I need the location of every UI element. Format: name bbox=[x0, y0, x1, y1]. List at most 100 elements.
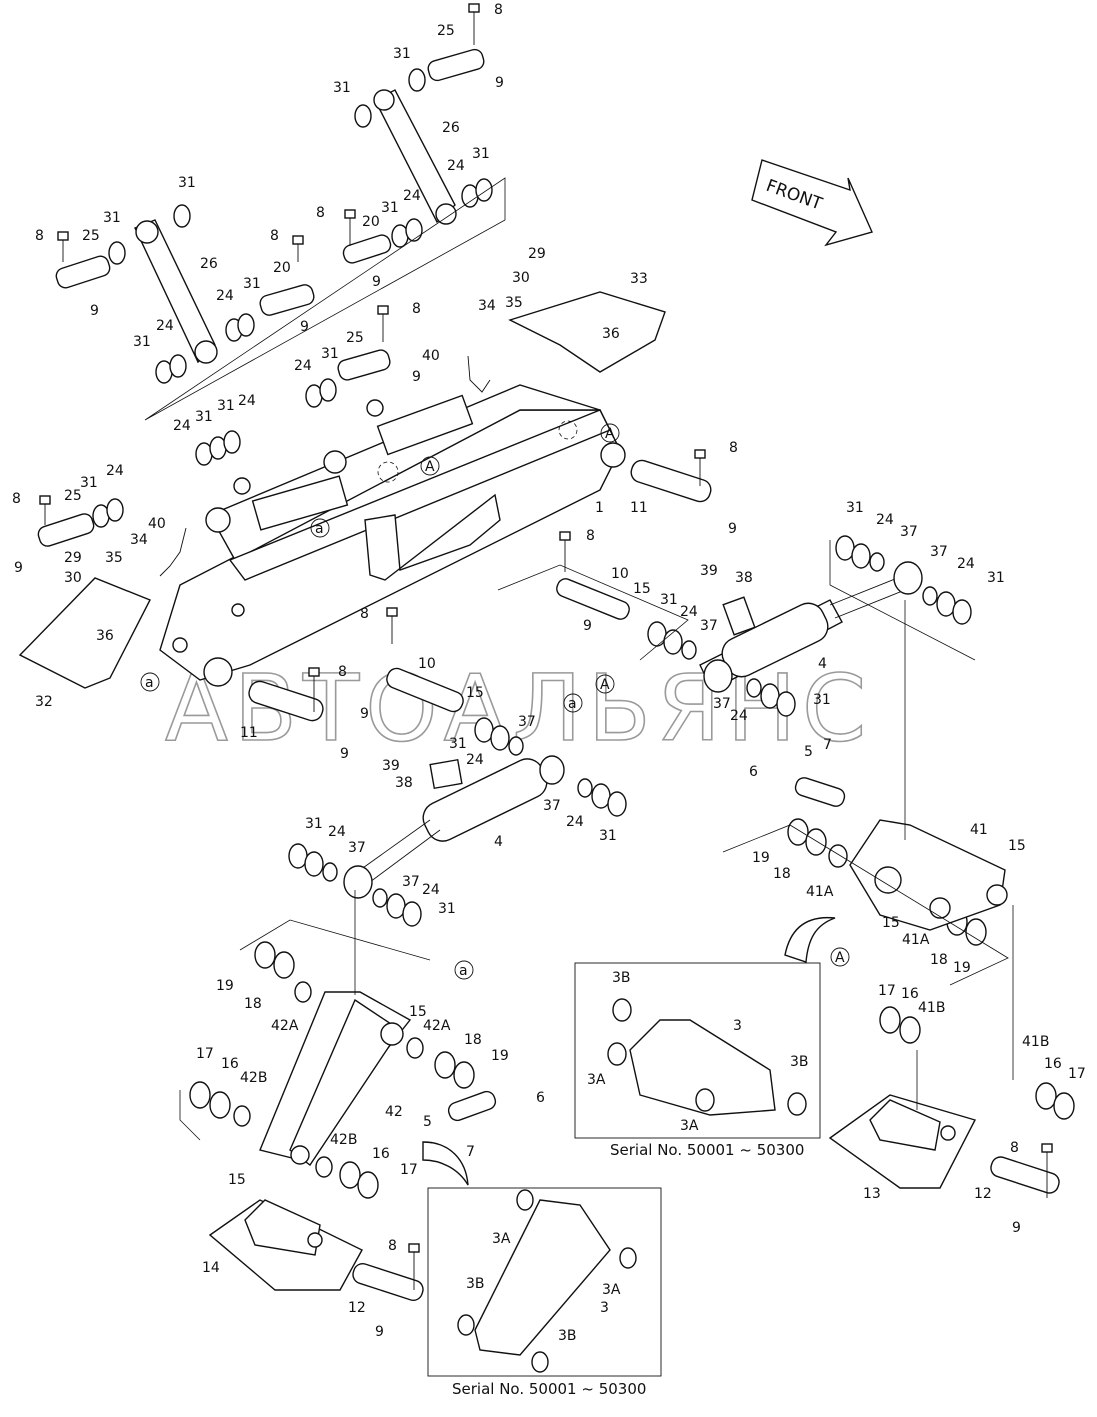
pin-25-top bbox=[427, 48, 485, 82]
callout-16: 16 bbox=[221, 1056, 239, 1072]
callout-24: 24 bbox=[238, 393, 256, 409]
callout-30: 30 bbox=[64, 570, 82, 586]
front-arrow-icon: FRONT bbox=[751, 159, 873, 247]
callout-37: 37 bbox=[348, 840, 366, 856]
callout-12: 12 bbox=[974, 1186, 992, 1202]
callout-17: 17 bbox=[1068, 1066, 1086, 1082]
callout-8: 8 bbox=[360, 606, 369, 622]
callout-31: 31 bbox=[472, 146, 490, 162]
inset-bottom-callout-2: 3A bbox=[602, 1282, 621, 1298]
bolt-8-mid4 bbox=[308, 667, 320, 712]
inset-bottom-callout-4: 3 bbox=[600, 1300, 609, 1316]
callout-31: 31 bbox=[178, 175, 196, 191]
callout-15: 15 bbox=[466, 685, 484, 701]
callout-41B: 41B bbox=[918, 1000, 945, 1016]
callout-24: 24 bbox=[422, 882, 440, 898]
callout-11: 11 bbox=[630, 500, 648, 516]
bolt-8-left bbox=[57, 231, 69, 262]
ref-A-2: A bbox=[425, 459, 435, 475]
callout-37: 37 bbox=[900, 524, 918, 540]
callout-42B: 42B bbox=[330, 1132, 357, 1148]
callout-7: 7 bbox=[466, 1144, 475, 1160]
callout-14: 14 bbox=[202, 1260, 220, 1276]
inset-bottom-serial: Serial No. 50001 ~ 50300 bbox=[452, 1380, 646, 1398]
pin-5-right bbox=[794, 777, 846, 807]
bolt-8-top bbox=[468, 3, 480, 45]
callout-31: 31 bbox=[813, 692, 831, 708]
callout-31: 31 bbox=[846, 500, 864, 516]
callout-37: 37 bbox=[402, 874, 420, 890]
callout-31: 31 bbox=[80, 475, 98, 491]
pin-11-right bbox=[630, 459, 712, 503]
callout-17: 17 bbox=[196, 1046, 214, 1062]
callout-9: 9 bbox=[360, 706, 369, 722]
inset-top-callout-5: 3A bbox=[680, 1118, 699, 1134]
inset-top-callout-1: 3B bbox=[612, 970, 631, 986]
callout-39: 39 bbox=[700, 563, 718, 579]
callout-31: 31 bbox=[333, 80, 351, 96]
callout-41B: 41B bbox=[1022, 1034, 1049, 1050]
callout-41A: 41A bbox=[902, 932, 930, 948]
callout-24: 24 bbox=[466, 752, 484, 768]
callout-10: 10 bbox=[611, 566, 629, 582]
callout-8: 8 bbox=[316, 205, 325, 221]
boom-frame bbox=[159, 384, 626, 687]
link-26-left bbox=[134, 219, 218, 364]
callout-35: 35 bbox=[105, 550, 123, 566]
callout-37: 37 bbox=[930, 544, 948, 560]
bolt-8-mid bbox=[344, 209, 356, 246]
callout-9: 9 bbox=[495, 75, 504, 91]
callout-35: 35 bbox=[505, 295, 523, 311]
callout-31: 31 bbox=[599, 828, 617, 844]
callout-37: 37 bbox=[713, 696, 731, 712]
callout-24: 24 bbox=[566, 814, 584, 830]
cover-plate-33 bbox=[508, 291, 666, 373]
callout-31: 31 bbox=[133, 334, 151, 350]
pin-12-right bbox=[990, 1156, 1060, 1194]
ref-a-4: a bbox=[459, 963, 468, 979]
pin-25-left bbox=[55, 255, 111, 289]
callout-41A: 41A bbox=[806, 884, 834, 900]
callout-9: 9 bbox=[583, 618, 592, 634]
callout-24: 24 bbox=[106, 463, 124, 479]
callout-31: 31 bbox=[393, 46, 411, 62]
cylinder-4-right bbox=[699, 561, 923, 693]
callout-17: 17 bbox=[878, 983, 896, 999]
callout-15: 15 bbox=[633, 581, 651, 597]
assembly-guide-lines bbox=[144, 177, 1014, 1141]
pad-14 bbox=[208, 1199, 363, 1291]
callout-39: 39 bbox=[382, 758, 400, 774]
inset-bottom-callout-1: 3A bbox=[492, 1231, 511, 1247]
callout-31: 31 bbox=[305, 816, 323, 832]
callout-6: 6 bbox=[749, 764, 758, 780]
callout-17: 17 bbox=[400, 1162, 418, 1178]
callout-38: 38 bbox=[735, 570, 753, 586]
callout-30: 30 bbox=[512, 270, 530, 286]
callout-41: 41 bbox=[970, 822, 988, 838]
callout-8: 8 bbox=[494, 2, 503, 18]
pin-12-left bbox=[352, 1263, 424, 1301]
arm-42 bbox=[233, 981, 424, 1178]
pin-10-right bbox=[556, 578, 630, 620]
inset-bottom-callout-3: 3B bbox=[466, 1276, 485, 1292]
bolt-8-center bbox=[377, 305, 389, 342]
callout-24: 24 bbox=[294, 358, 312, 374]
callout-24: 24 bbox=[403, 188, 421, 204]
callout-9: 9 bbox=[728, 521, 737, 537]
callout-31: 31 bbox=[217, 398, 235, 414]
callout-8: 8 bbox=[12, 491, 21, 507]
callout-8: 8 bbox=[270, 228, 279, 244]
callout-31: 31 bbox=[381, 200, 399, 216]
bracket-41 bbox=[828, 819, 1008, 931]
ref-A-4: A bbox=[835, 950, 845, 966]
callout-9: 9 bbox=[375, 1324, 384, 1340]
bolt-8-lower bbox=[39, 495, 51, 525]
callout-8: 8 bbox=[586, 528, 595, 544]
ref-a-2: a bbox=[145, 675, 154, 691]
callout-24: 24 bbox=[216, 288, 234, 304]
callout-34: 34 bbox=[130, 532, 148, 548]
callout-18: 18 bbox=[244, 996, 262, 1012]
callout-34: 34 bbox=[478, 298, 496, 314]
callout-36: 36 bbox=[602, 326, 620, 342]
ref-a-1: a bbox=[315, 521, 324, 537]
